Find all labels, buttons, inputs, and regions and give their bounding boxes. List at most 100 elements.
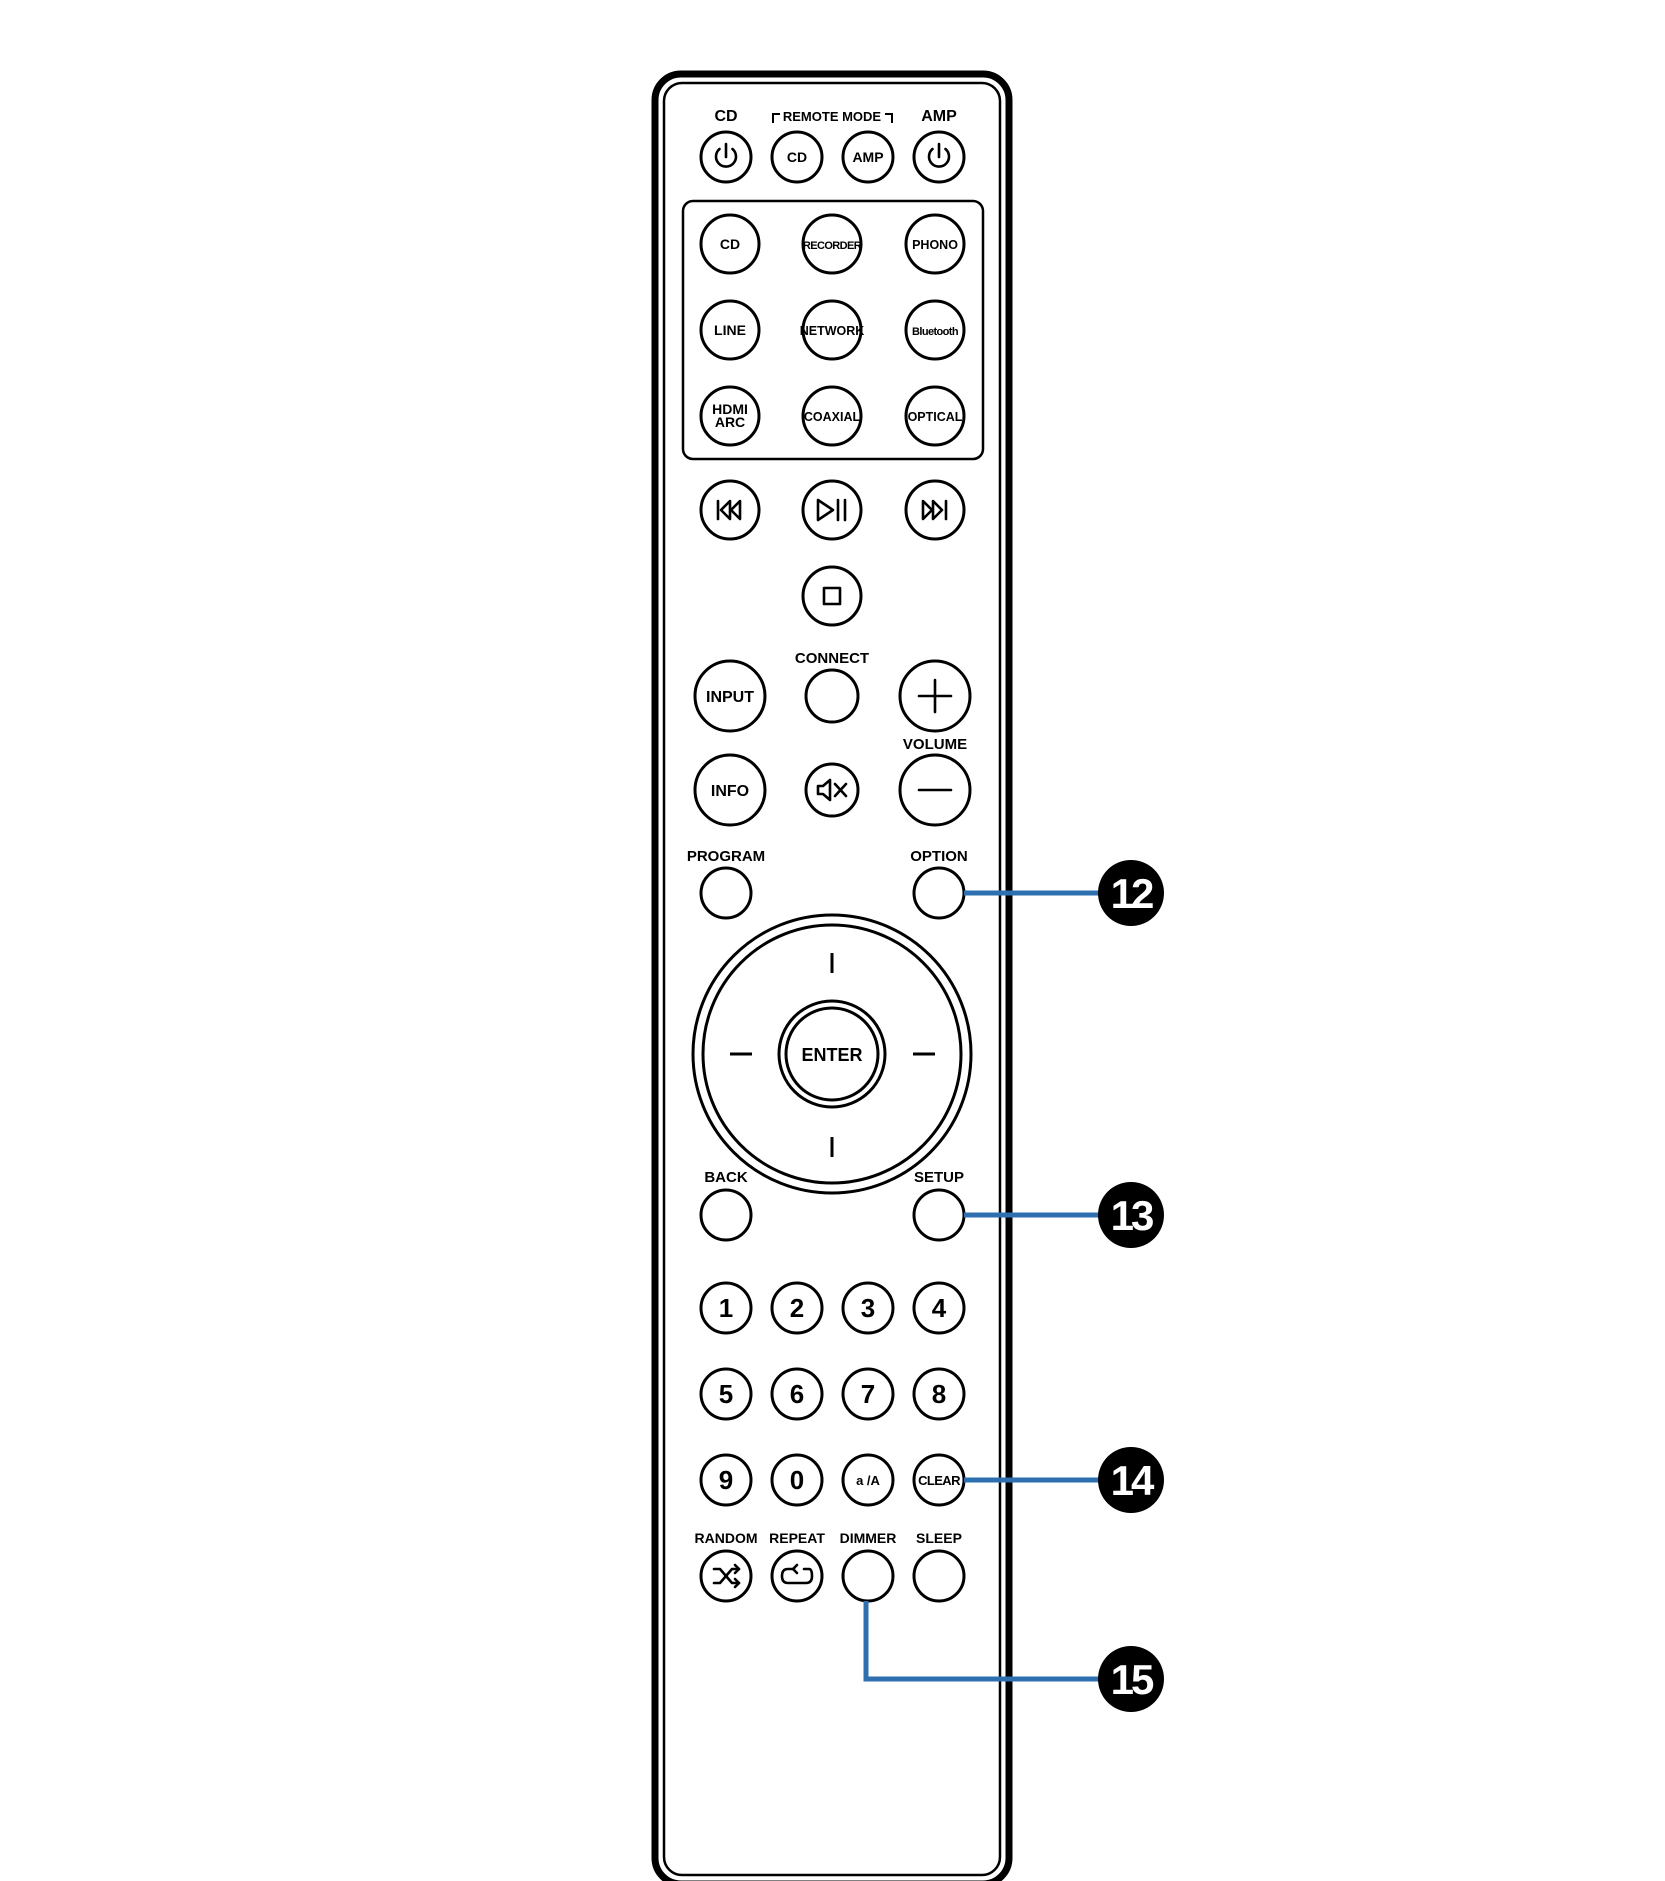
remote-mode-bracket-right (885, 113, 893, 123)
source-label-hdmi: HDMI (712, 401, 748, 417)
key-button-clear[interactable]: CLEAR (912, 1453, 966, 1507)
key-label-2: 2 (790, 1293, 804, 1323)
source-button-optical[interactable]: OPTICAL (904, 385, 966, 447)
source-button-line[interactable]: LINE (699, 299, 761, 361)
next-track-button[interactable] (904, 479, 966, 541)
key-label-4: 4 (932, 1293, 947, 1323)
repeat-button[interactable] (770, 1549, 824, 1603)
key-label-7: 7 (861, 1379, 875, 1409)
key-label-a-a: a /A (856, 1473, 880, 1488)
source-label-arc: ARC (715, 414, 745, 430)
dimmer-button[interactable] (841, 1549, 895, 1603)
back-button[interactable] (699, 1188, 753, 1242)
callout-badge-15: 15 (1098, 1646, 1164, 1712)
callout-badge-12: 12 (1098, 860, 1164, 926)
cursor-down-button[interactable] (802, 1124, 862, 1174)
random-label: RANDOM (695, 1530, 758, 1546)
source-button-coaxial[interactable]: COAXIAL (801, 385, 863, 447)
key-label-9: 9 (719, 1465, 733, 1495)
repeat-icon (780, 1563, 814, 1585)
connect-label: CONNECT (795, 650, 869, 667)
cd-power-button[interactable] (699, 130, 753, 184)
source-label-bluetooth: Bluetooth (912, 326, 959, 338)
number-button-6[interactable]: 6 (770, 1367, 824, 1421)
number-button-2[interactable]: 2 (770, 1281, 824, 1335)
number-button-7[interactable]: 7 (841, 1367, 895, 1421)
cd-power-label: CD (714, 108, 737, 125)
mute-icon (816, 778, 848, 802)
number-button-1[interactable]: 1 (699, 1281, 753, 1335)
program-label: PROGRAM (687, 848, 765, 865)
source-label-line: LINE (714, 322, 746, 338)
source-button-bluetooth[interactable]: Bluetooth (904, 299, 966, 361)
callout-number-12: 12 (1111, 870, 1153, 917)
callouts: 12 13 14 15 (863, 860, 1164, 1712)
callout-number-15: 15 (1111, 1656, 1154, 1703)
remote-mode-cd-button[interactable]: CD (770, 130, 824, 184)
play-pause-button[interactable] (801, 479, 863, 541)
callout-number-14: 14 (1111, 1457, 1155, 1504)
amp-power-button[interactable] (912, 130, 966, 184)
source-label-coaxial: COAXIAL (804, 410, 861, 424)
source-button-phono[interactable]: PHONO (904, 213, 966, 275)
cursor-left-button[interactable] (715, 1029, 765, 1079)
cursor-up-button[interactable] (802, 935, 862, 985)
option-button[interactable] (912, 866, 966, 920)
number-button-4[interactable]: 4 (912, 1281, 966, 1335)
sleep-button[interactable] (912, 1549, 966, 1603)
source-button-cd[interactable]: CD (699, 213, 761, 275)
key-button-a-a[interactable]: a /A (841, 1453, 895, 1507)
remote-mode-label: REMOTE MODE (783, 109, 882, 124)
key-label-0: 0 (790, 1465, 804, 1495)
setup-button[interactable] (912, 1188, 966, 1242)
previous-track-button[interactable] (699, 479, 761, 541)
plus-icon (917, 678, 953, 714)
source-label-recorder: RECORDER (803, 240, 862, 252)
number-button-0[interactable]: 0 (770, 1453, 824, 1507)
number-button-3[interactable]: 3 (841, 1281, 895, 1335)
number-button-8[interactable]: 8 (912, 1367, 966, 1421)
stop-button[interactable] (801, 565, 863, 627)
key-label-3: 3 (861, 1293, 875, 1323)
source-button-recorder[interactable]: RECORDER (801, 213, 863, 275)
info-button[interactable]: INFO (693, 753, 767, 827)
source-label-cd: CD (720, 236, 740, 252)
enter-button[interactable]: ENTER (777, 999, 887, 1109)
mute-button[interactable] (804, 762, 860, 818)
cursor-pad-outer-ring (691, 913, 973, 1195)
remote-mode-bracket-left (772, 113, 780, 123)
program-button[interactable] (699, 866, 753, 920)
power-icon (714, 142, 738, 168)
remote-body-inner (662, 81, 1002, 1877)
source-label-optical: OPTICAL (908, 410, 963, 424)
cursor-right-button[interactable] (899, 1029, 949, 1079)
power-icon (927, 142, 951, 168)
sleep-label: SLEEP (916, 1530, 962, 1546)
source-button-network[interactable]: NETWORK (800, 299, 865, 361)
number-button-5[interactable]: 5 (699, 1367, 753, 1421)
input-button[interactable]: INPUT (693, 659, 767, 733)
bottom-labels: RANDOM REPEAT DIMMER SLEEP (695, 1530, 962, 1546)
info-label: INFO (711, 783, 749, 800)
random-button[interactable] (699, 1549, 753, 1603)
setup-label: SETUP (914, 1169, 964, 1186)
input-label: INPUT (706, 689, 754, 706)
callout-badge-14: 14 (1098, 1447, 1164, 1513)
remote-mode-amp-button[interactable]: AMP (841, 130, 895, 184)
volume-down-button[interactable] (898, 753, 972, 827)
volume-label: VOLUME (903, 736, 967, 753)
volume-up-button[interactable] (898, 659, 972, 733)
key-label-1: 1 (719, 1293, 733, 1323)
dimmer-label: DIMMER (840, 1530, 897, 1546)
key-label-5: 5 (719, 1379, 733, 1409)
connect-button[interactable] (804, 668, 860, 724)
repeat-label: REPEAT (769, 1530, 825, 1546)
numpad: 1 2 3 4 5 6 7 8 9 0 a /A CLEAR (699, 1281, 966, 1507)
key-label-6: 6 (790, 1379, 804, 1409)
source-label-network: NETWORK (800, 324, 865, 338)
remote-mode-amp-label: AMP (852, 149, 883, 165)
back-label: BACK (704, 1169, 747, 1186)
number-button-9[interactable]: 9 (699, 1453, 753, 1507)
